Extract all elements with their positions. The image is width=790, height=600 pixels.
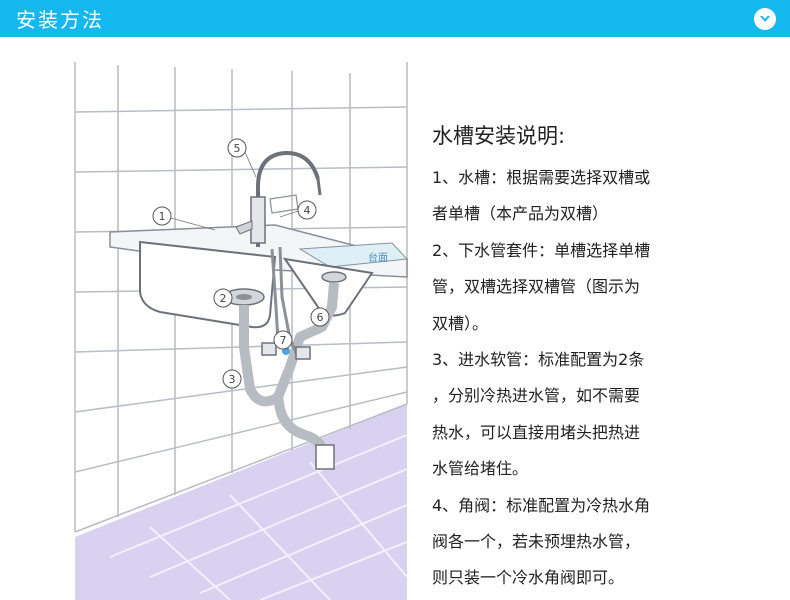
installation-instructions: 水槽安装说明: 1、水槽：根据需要选择双槽或 者单槽（本产品为双槽） 2、下水管… bbox=[432, 118, 777, 597]
instruction-line: 热水，可以直接用堵头把热进 bbox=[432, 422, 641, 442]
section-title: 安装方法 bbox=[16, 8, 104, 32]
drain-pipe bbox=[239, 282, 339, 407]
instruction-line: 3、进水软管：标准配置为2条 bbox=[432, 350, 645, 370]
callout-4: 4 bbox=[304, 204, 311, 217]
callout-1: 1 bbox=[159, 210, 166, 223]
instruction-line: 阀各一个，若未预埋热水管， bbox=[432, 532, 641, 552]
faucet bbox=[256, 150, 320, 247]
section-header: 安装方法 bbox=[0, 0, 790, 37]
sink-installation-illustration: 台面 1 2 3 4 5 6 7 bbox=[74, 62, 409, 600]
instruction-line: 管，双槽选择双槽管（图示为 bbox=[432, 277, 641, 297]
countertop-label: 台面 bbox=[368, 251, 388, 264]
drain-right bbox=[321, 271, 347, 283]
callout-7: 7 bbox=[280, 334, 287, 347]
instruction-line: 双槽）。 bbox=[432, 313, 489, 333]
chevron-down-circle-icon[interactable] bbox=[754, 7, 776, 30]
instruction-line: 2、下水管套件：单槽选择单槽 bbox=[432, 240, 651, 260]
instruction-line: 1、水槽：根据需要选择双槽或 bbox=[432, 168, 651, 187]
instruction-line: ，分别冷热进水管，如不需要 bbox=[432, 386, 641, 406]
instruction-line: 则只装一个冷水角阀即可。 bbox=[432, 568, 625, 588]
callout-5: 5 bbox=[234, 142, 241, 155]
instruction-line: 水管给堵住。 bbox=[432, 459, 529, 479]
angle-valves bbox=[261, 342, 311, 360]
instructions-title: 水槽安装说明: bbox=[432, 124, 566, 148]
instruction-line: 4、角阀：标准配置为冷热水角 bbox=[432, 495, 651, 515]
floor-grid bbox=[109, 434, 408, 600]
callout-3: 3 bbox=[229, 373, 236, 386]
water-hose bbox=[278, 246, 300, 358]
callout-6: 6 bbox=[317, 311, 324, 324]
callout-labels: 1 2 3 4 5 6 7 bbox=[152, 138, 330, 389]
instruction-line: 者单槽（本产品为双槽） bbox=[432, 204, 609, 224]
callout-2: 2 bbox=[220, 292, 227, 305]
